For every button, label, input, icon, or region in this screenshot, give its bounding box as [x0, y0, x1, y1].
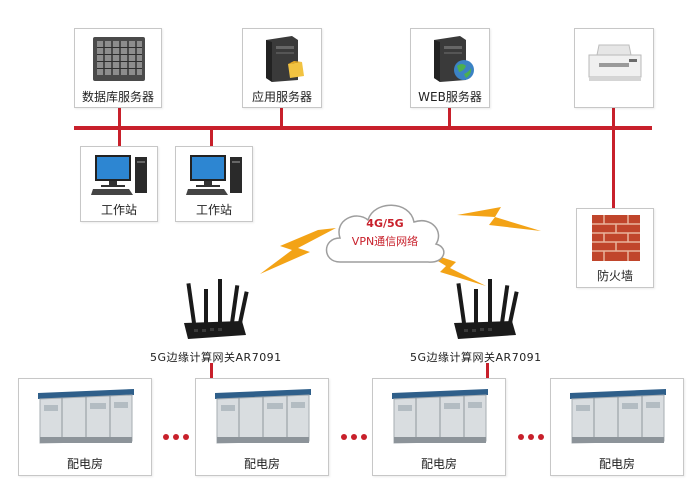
- substation-box-2[interactable]: 配电房: [195, 378, 329, 476]
- substation-cabinet-icon: [570, 389, 666, 444]
- workstation-box-2[interactable]: 工作站: [175, 146, 253, 222]
- substation-label: 配电房: [420, 457, 457, 471]
- link-gateway-2: [486, 363, 489, 381]
- database-server-icon: [93, 37, 145, 81]
- substation-cabinet-icon: [215, 389, 311, 444]
- substation-label: 配电房: [598, 457, 635, 471]
- link-workstation-2: [210, 128, 213, 148]
- ellipsis-dots: [518, 425, 548, 444]
- web-server-icon: [434, 36, 474, 82]
- gateway-label: 5G边缘计算网关AR7091: [150, 351, 282, 364]
- substation-label: 配电房: [243, 457, 280, 471]
- substation-box-4[interactable]: 配电房: [550, 378, 684, 476]
- ellipsis-dots: [341, 425, 371, 444]
- cloud-network-label: VPN通信网络: [351, 235, 419, 248]
- link-gateway-1: [210, 363, 213, 381]
- substation-cabinet-icon: [38, 389, 134, 444]
- link-workstation-1: [118, 128, 121, 148]
- substation-cabinet-icon: [392, 389, 488, 444]
- printer-icon: [588, 44, 642, 81]
- workstation-label: 工作站: [100, 203, 137, 217]
- brick-wall-icon: [592, 215, 640, 261]
- cloud-icon: [325, 204, 445, 263]
- lightning-icon: [457, 207, 541, 231]
- database-server-box[interactable]: 数据库服务器: [74, 28, 162, 108]
- ellipsis-dots: [163, 425, 193, 444]
- substation-label: 配电房: [66, 457, 103, 471]
- lightning-icon: [260, 228, 336, 274]
- workstation-icon: [186, 155, 242, 195]
- application-server-icon: [266, 36, 304, 82]
- gateway-label: 5G边缘计算网关AR7091: [410, 351, 542, 364]
- link-app-server: [280, 107, 283, 128]
- router-icon: [184, 279, 249, 339]
- firewall-label: 防火墙: [596, 269, 633, 283]
- firewall-box[interactable]: 防火墙: [576, 208, 654, 288]
- substation-box-1[interactable]: 配电房: [18, 378, 152, 476]
- link-firewall: [612, 128, 615, 210]
- printer-box[interactable]: [574, 28, 654, 108]
- web-server-box[interactable]: WEB服务器: [410, 28, 490, 108]
- substation-box-3[interactable]: 配电房: [372, 378, 506, 476]
- database-server-label: 数据库服务器: [81, 90, 154, 104]
- application-server-label: 应用服务器: [251, 90, 312, 104]
- workstation-box-1[interactable]: 工作站: [80, 146, 158, 222]
- workstation-icon: [91, 155, 147, 195]
- link-db-server: [118, 107, 121, 128]
- link-web-server: [448, 107, 451, 128]
- workstation-label: 工作站: [195, 203, 232, 217]
- web-server-label: WEB服务器: [418, 90, 482, 104]
- cloud-network-type: 4G/5G: [366, 217, 404, 230]
- link-printer: [612, 107, 615, 128]
- application-server-box[interactable]: 应用服务器: [242, 28, 322, 108]
- router-icon: [454, 279, 519, 339]
- network-bus: [74, 126, 652, 130]
